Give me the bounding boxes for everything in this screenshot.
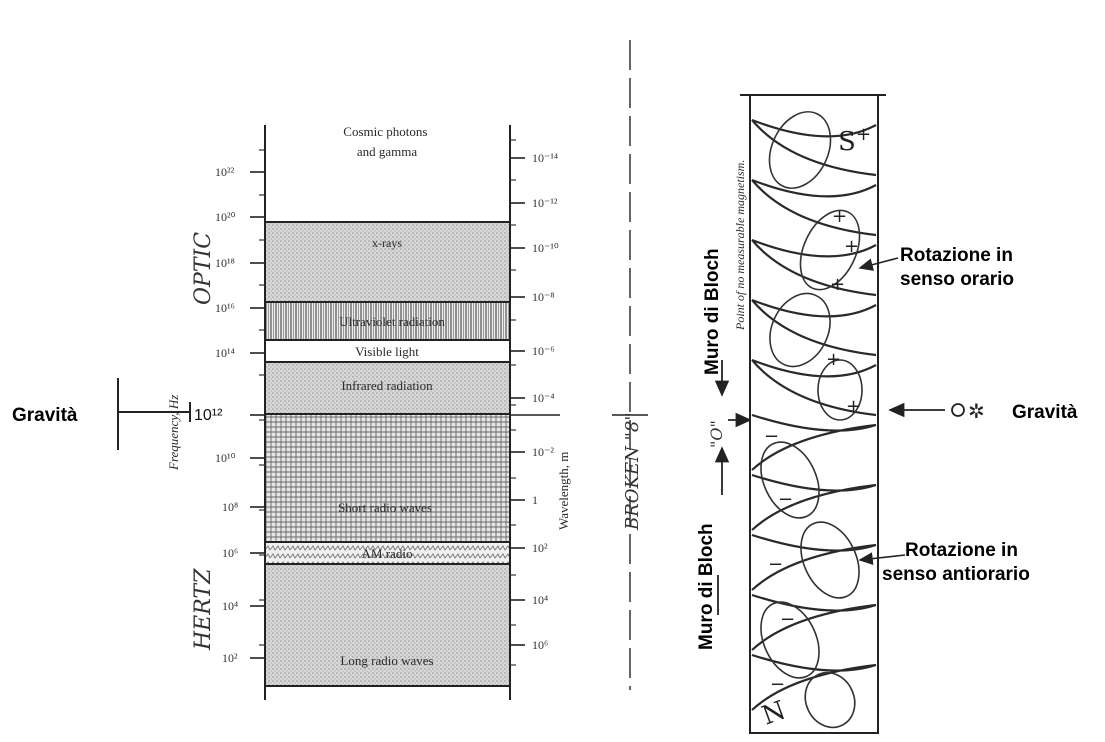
hertz-label: HERTZ <box>191 568 216 651</box>
counterclockwise-line1: Rotazione in <box>905 540 1018 561</box>
freq-tick-8: 10⁸ <box>222 500 238 514</box>
freq-tick-20: 10²⁰ <box>215 210 236 224</box>
band-am-radio <box>265 542 510 564</box>
wave-tick-m6: 10⁻⁶ <box>532 344 555 358</box>
band-short-radio <box>265 414 510 542</box>
optic-label: OPTIC <box>191 232 216 305</box>
svg-text:−: − <box>764 426 779 447</box>
freq-tick-22: 10²² <box>215 165 235 179</box>
wave-tick-1: 1 <box>532 493 538 507</box>
band-label-cosmic-line2: and gamma <box>357 144 418 159</box>
band-label-long-radio: Long radio waves <box>340 653 433 668</box>
counterclockwise-line2: senso antiorario <box>882 564 1030 585</box>
no-magnetism-label: Point of no measurable magnetism. <box>733 160 747 331</box>
bloch-wall-lower-label: Muro di Bloch <box>696 523 717 650</box>
svg-text:−: − <box>778 489 793 510</box>
clockwise-line1: Rotazione in <box>900 245 1013 266</box>
band-label-cosmic: Cosmic photons and gamma <box>343 124 430 159</box>
wave-tick-m8: 10⁻⁸ <box>532 290 555 304</box>
svg-text:+: + <box>830 274 845 295</box>
svg-text:−: − <box>780 609 795 630</box>
counterclockwise-pointer <box>858 552 906 565</box>
wave-tick-m2: 10⁻² <box>532 445 554 459</box>
freq-tick-6: 10⁶ <box>222 546 238 560</box>
band-label-cosmic-line1: Cosmic photons <box>343 124 427 139</box>
gravity-right-marker: ✲ <box>888 399 985 423</box>
band-label-am-radio: AM radio <box>362 546 413 561</box>
svg-text:✲: ✲ <box>968 399 985 423</box>
band-visible <box>265 340 510 362</box>
wave-tick-m12: 10⁻¹² <box>532 196 558 210</box>
freq-tick-4: 10⁴ <box>222 599 238 613</box>
svg-text:−: − <box>770 674 785 695</box>
freq-marker-10-12: 10¹² <box>194 407 223 424</box>
wave-tick-m10: 10⁻¹⁰ <box>532 241 559 255</box>
band-label-visible: Visible light <box>355 344 419 359</box>
band-label-ultraviolet: Ultraviolet radiation <box>339 314 445 329</box>
freq-tick-18: 10¹⁸ <box>215 256 235 270</box>
freq-tick-14: 10¹⁴ <box>215 346 235 360</box>
svg-text:−: − <box>768 554 783 575</box>
counterclockwise-label: Rotazione in senso antiorario <box>882 540 1030 585</box>
zero-label: "O" <box>707 420 726 448</box>
freq-tick-2: 10² <box>222 651 238 665</box>
clockwise-pointer <box>858 257 899 271</box>
band-label-infrared: Infrared radiation <box>341 378 433 393</box>
wave-tick-m14: 10⁻¹⁴ <box>532 151 558 165</box>
wave-tick-4: 10⁴ <box>532 593 548 607</box>
svg-text:+: + <box>846 396 861 417</box>
bloch-coil-diagram: ++ ++ ++ −− −− − S N <box>740 94 886 734</box>
broken-eight-label: BROKEN "8" <box>622 412 643 531</box>
gravity-left-label: Gravità <box>12 405 78 426</box>
bloch-wall-upper-label: Muro di Bloch <box>702 248 723 375</box>
freq-tick-10: 10¹⁰ <box>215 451 236 465</box>
svg-text:+: + <box>826 349 841 370</box>
spectrum-chart: 10²² 10²⁰ 10¹⁸ 10¹⁶ 10¹⁴ 10¹⁰ 10⁸ 10⁶ 10… <box>166 124 643 700</box>
clockwise-line2: senso orario <box>900 269 1014 290</box>
band-xrays <box>265 222 510 302</box>
wavelength-axis-label: Wavelength, m <box>556 452 571 530</box>
svg-text:+: + <box>856 124 871 145</box>
band-label-short-radio: Short radio waves <box>338 500 432 515</box>
svg-text:+: + <box>844 236 859 257</box>
gravity-left-marker <box>117 378 191 450</box>
band-long-radio <box>265 564 510 686</box>
frequency-axis-label: Frequency, Hz <box>166 395 181 471</box>
pole-s-label: S <box>838 127 856 157</box>
band-infrared <box>265 362 510 414</box>
svg-text:+: + <box>832 206 847 227</box>
wave-tick-2: 10² <box>532 541 548 555</box>
gravity-right-label: Gravità <box>1012 402 1078 423</box>
clockwise-label: Rotazione in senso orario <box>900 245 1018 290</box>
band-label-xrays: x-rays <box>372 236 402 250</box>
wave-tick-m4: 10⁻⁴ <box>532 391 555 405</box>
wave-tick-6: 10⁶ <box>532 638 548 652</box>
freq-tick-16: 10¹⁶ <box>215 301 235 315</box>
band-ultraviolet <box>265 302 510 340</box>
